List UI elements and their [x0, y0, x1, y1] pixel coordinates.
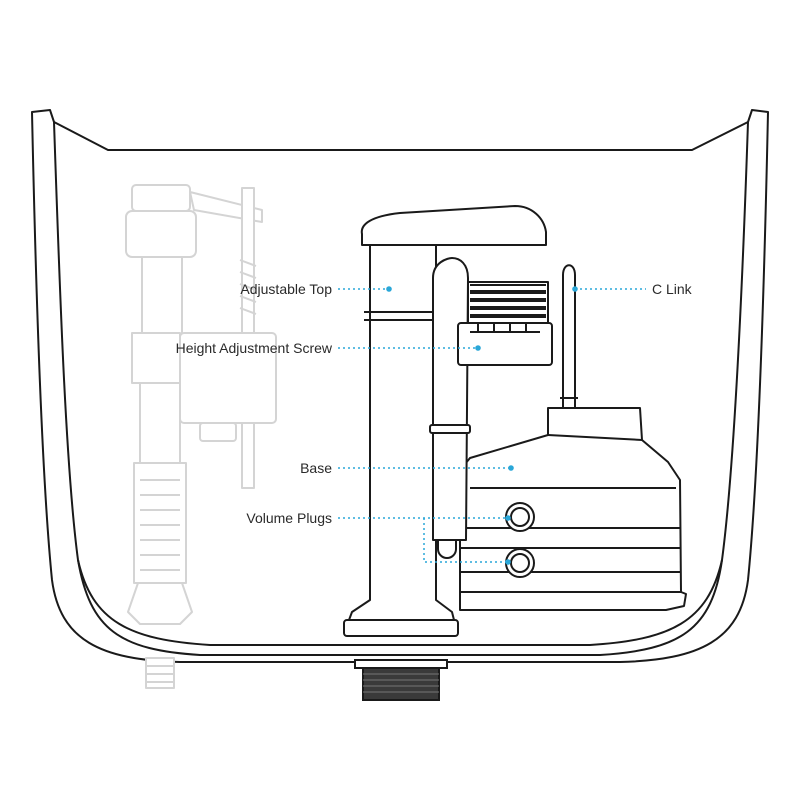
leader-dots	[386, 286, 578, 565]
fill-valve-faded	[125, 184, 277, 689]
tank-inner-floor	[77, 559, 723, 646]
tank-rim	[53, 121, 749, 151]
outlet-nut	[354, 659, 448, 701]
tank-outer-wall	[31, 109, 769, 663]
height-adjustment-nut	[457, 322, 553, 366]
label-base: Base	[300, 460, 332, 476]
leader-lines	[338, 288, 646, 563]
threaded-section	[467, 281, 549, 325]
label-c-link: C Link	[652, 281, 692, 297]
label-height-adjustment-screw: Height Adjustment Screw	[175, 340, 332, 356]
c-link	[562, 264, 576, 409]
float-tube	[432, 257, 469, 541]
leader-volume-plugs-lower	[423, 518, 508, 563]
adjustable-top-cap	[360, 205, 547, 246]
flush-valve	[343, 205, 687, 637]
tank	[31, 109, 769, 663]
base-body	[459, 407, 687, 611]
label-volume-plugs: Volume Plugs	[246, 510, 332, 526]
label-adjustable-top: Adjustable Top	[240, 281, 332, 297]
